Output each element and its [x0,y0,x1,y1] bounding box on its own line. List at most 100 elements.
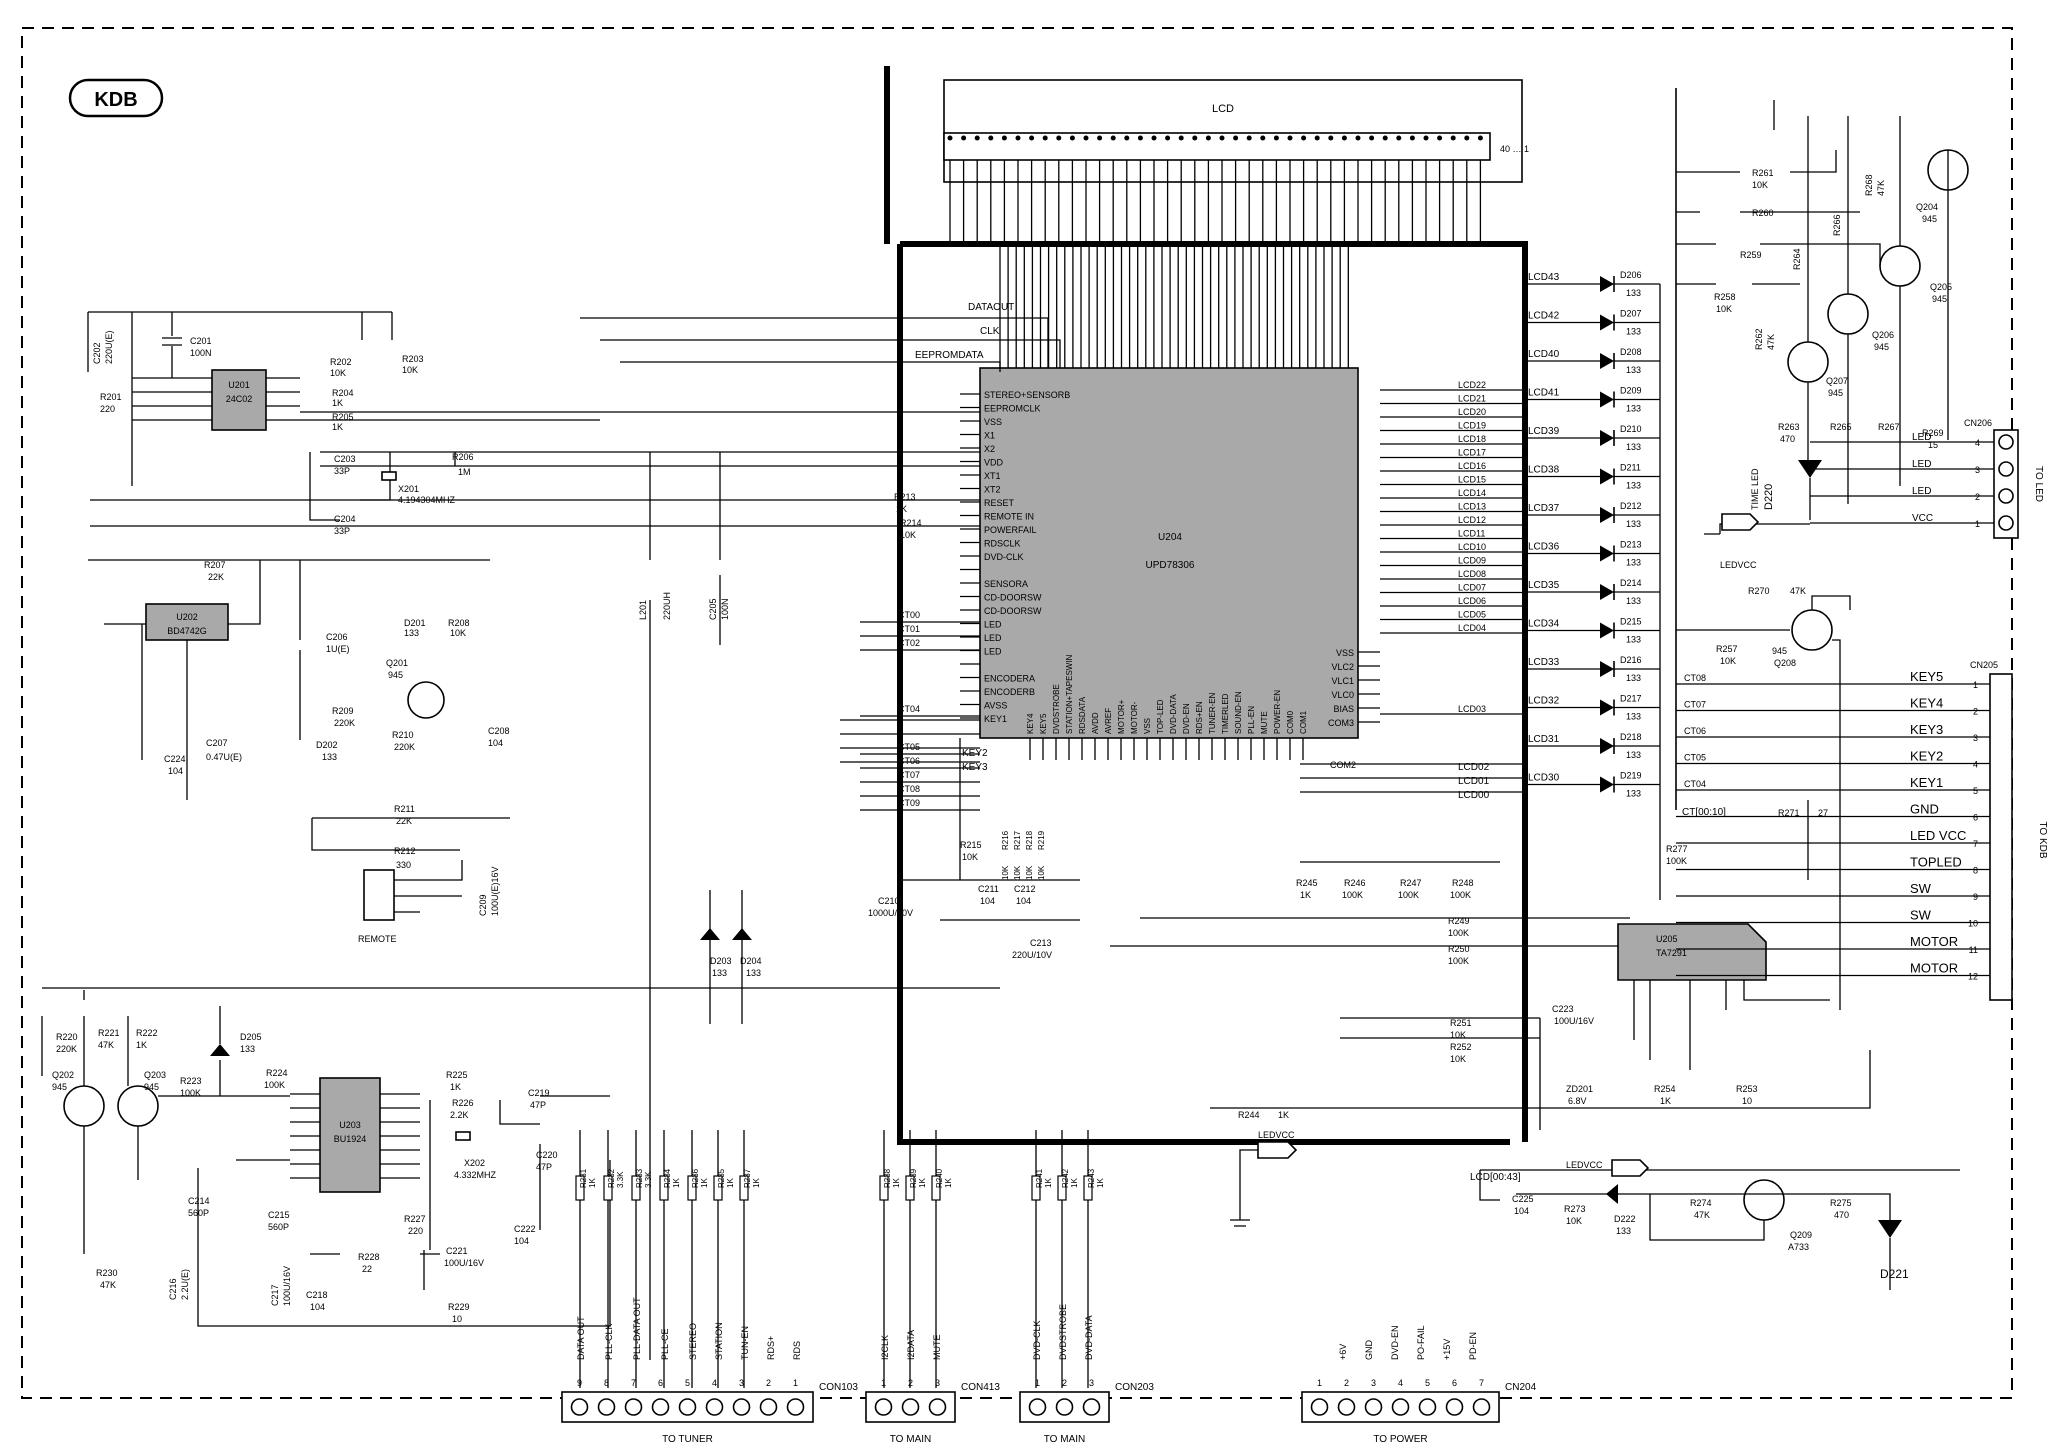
bundle-resistor-body [659,1175,669,1201]
net-eepromdata: EEPROMDATA [915,350,984,361]
lcd-pin-dot [961,135,967,141]
con203-ref: CON203 [1115,1382,1154,1393]
u204-bottom-pin-label: AVDD [1091,712,1100,734]
u204-left-pin-label: CD-DOORSW [984,606,1042,616]
ct-net-label: CT04 [898,704,920,714]
r251-ref: R251 [1450,1018,1472,1028]
u204-left-pin-label: VSS [984,417,1002,427]
cn206-pin [1998,434,2014,450]
cn205-net-label: CT07 [1684,700,1706,710]
u204-right-pin-label: BIAS [1333,704,1354,714]
r274-val: 47K [1694,1210,1710,1220]
cn206-pin-label: LED [1912,459,1931,470]
q206-transistor [1827,293,1869,335]
u204-left-pin-label: LED [984,620,1002,630]
q206-ref: Q206 [1872,330,1894,340]
u205-ref: U205 [1656,934,1678,944]
q207-transistor [1787,341,1829,383]
cn205-pin-number: 9 [1973,892,1978,902]
con203-signal-label: DVD-CLK [1032,1320,1042,1360]
u201-body [211,369,267,431]
r258-ref: R258 [1714,292,1736,302]
led-diode-val: 133 [1626,404,1641,414]
c225-ref: C225 [1512,1194,1534,1204]
d203-val: 133 [712,968,727,978]
led-diode-symbol [1600,468,1614,485]
con103-pin-number: 3 [739,1378,744,1388]
r210-val: 220K [394,742,415,752]
r228-ref: R228 [358,1252,380,1262]
net-lcd02: LCD02 [1458,762,1490,773]
d221-wires [1516,1193,1891,1290]
led-diode-val: 133 [1626,712,1641,722]
u204-right-pin-label: VSS [1336,648,1354,658]
ct-net-label: CT02 [898,638,920,648]
c212-ref: C212 [1014,884,1036,894]
r222-val: 1K [136,1040,147,1050]
led-diode-val: 133 [1626,365,1641,375]
lcd-segment-net: LCD43 [1528,272,1560,283]
u204-bottom-pin-label: MUTE [1260,711,1269,734]
u204-left-pin-label: LED [984,647,1002,657]
bundle-resistor-val: 1K [700,1178,709,1188]
q204-val: 945 [1922,214,1937,224]
c223-val: 100U/16V [1554,1016,1594,1026]
q208-val: 945 [1772,646,1787,656]
q208-ref: Q208 [1774,658,1796,668]
cn205-pin-label: MOTOR [1910,961,1958,976]
ct-to-transistor-wires [1676,150,1881,285]
c219-ref: C219 [528,1088,550,1098]
u203-body [319,1077,381,1193]
d220-ref: D220 [1763,484,1775,510]
q201-val: 945 [388,670,403,680]
c222-val: 104 [514,1236,529,1246]
q205-transistor [1879,245,1921,287]
c216-ref: C216 [168,1278,178,1300]
u202-wires [88,559,490,800]
lcd-label: LCD [1212,103,1234,115]
u204-left-pin-label: RESET [984,498,1015,508]
led-diode-ref: D206 [1620,270,1642,280]
ct-net-label: CT09 [898,798,920,808]
c224-val: 104 [168,766,183,776]
lcd-pin-dot [1205,135,1211,141]
lcd-segment-net: LCD39 [1528,426,1560,437]
con413-pin-number: 3 [935,1378,940,1388]
con103-pin [786,1398,805,1416]
u201-part: 24C02 [226,394,253,404]
u204-left-pin-label: STEREO+SENSORB [984,390,1070,400]
cn206-ref: CN206 [1964,418,1992,428]
lcd-net-label: LCD17 [1458,448,1486,458]
led-diode-symbol [1600,661,1614,677]
bias-wires [1300,810,1661,900]
cn204-signal-label: +15V [1442,1339,1452,1360]
led-diode-val: 133 [1626,673,1641,683]
u203-peripheral-wires [197,1095,611,1327]
r275-val: 470 [1834,1210,1849,1220]
led-diode-symbol [1600,776,1614,793]
bundle-resistor-body [1057,1175,1067,1201]
c206-ref: C206 [326,632,348,642]
c210-val: 1000U/10V [868,908,913,918]
r260-ref: R260 [1752,208,1774,218]
r252-val: 10K [1450,1054,1466,1064]
d204-ref: D204 [740,956,762,966]
u204-bottom-pin-label: POWER-EN [1273,690,1282,734]
cn205-pin-number: 10 [1968,919,1978,929]
d202-ref: D202 [316,740,338,750]
d204-val: 133 [746,968,761,978]
r263-val: 470 [1780,434,1795,444]
ledvcc-flag-label: LEDVCC [1258,1130,1295,1140]
bundle-resistor-val: 1K [672,1178,681,1188]
u204-left-pin-label: X1 [984,431,995,441]
d205-ref: D205 [240,1032,262,1042]
con103-pin [678,1398,697,1416]
cn204-signal-label: PD-EN [1468,1332,1478,1360]
ct-net-label: CT06 [898,756,920,766]
lcd-net-label: LCD21 [1458,394,1486,404]
